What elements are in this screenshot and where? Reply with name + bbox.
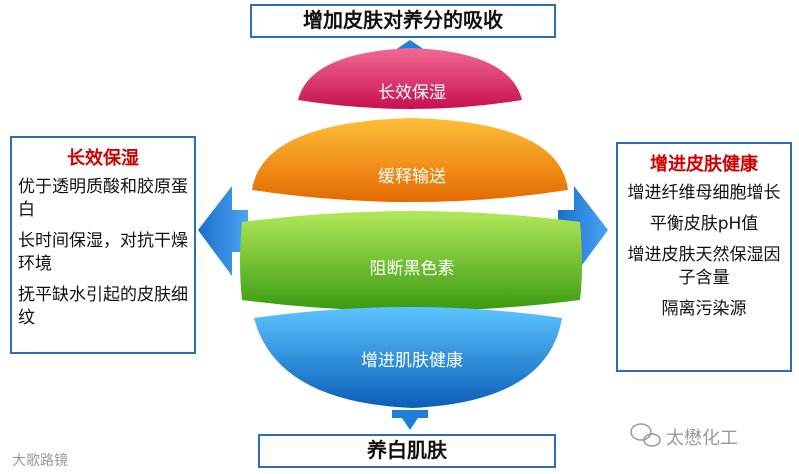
layer-blue [254,307,562,408]
layer-pink [298,48,522,109]
layer-label-4: 增进肌肤健康 [361,351,463,371]
watermark-left-text: 大歌路镜 [12,453,68,469]
bottom-box-label: 养白肌肤 [367,438,447,462]
watermark-right: 太懋化工 [666,424,738,450]
watermark-left: 大歌路镜 [12,450,68,470]
right-panel-item: 增进纤维母细胞增长 [627,183,781,203]
left-arrow-icon [198,186,248,276]
left-panel-item: 长时间保湿，对抗干燥环境 [18,231,188,274]
layer-label-2: 缓释输送 [378,167,446,187]
left-panel-title: 长效保湿 [67,148,139,169]
right-panel-title: 增进皮肤健康 [650,154,758,175]
left-panel-item: 优于透明质酸和胶原蛋白 [18,177,188,220]
right-panel: 增进皮肤健康 增进纤维母细胞增长 平衡皮肤pH值 增进皮肤天然保湿因子含量 隔离… [616,142,792,372]
right-panel-item: 平衡皮肤pH值 [649,214,759,234]
layer-green [240,211,582,311]
wechat-icon [630,423,661,447]
top-box-label: 增加皮肤对养分的吸收 [303,8,503,32]
watermark-right-text: 太懋化工 [666,428,738,449]
left-panel-item: 抚平缺水引起的皮肤细纹 [18,285,188,328]
down-arrow-icon [392,410,428,430]
layer-orange [252,118,568,202]
right-panel-item: 隔离污染源 [661,299,747,319]
right-panel-item: 增进皮肤天然保湿因子含量 [627,245,781,288]
left-panel: 长效保湿 优于透明质酸和胶原蛋白 长时间保湿，对抗干燥环境 抚平缺水引起的皮肤细… [10,136,196,354]
layer-label-3: 阻断黑色素 [370,259,455,279]
layer-label-1: 长效保湿 [378,83,446,103]
right-arrow-icon [558,186,608,276]
top-box: 增加皮肤对养分的吸收 [250,4,556,38]
bottom-box: 养白肌肤 [258,434,556,468]
